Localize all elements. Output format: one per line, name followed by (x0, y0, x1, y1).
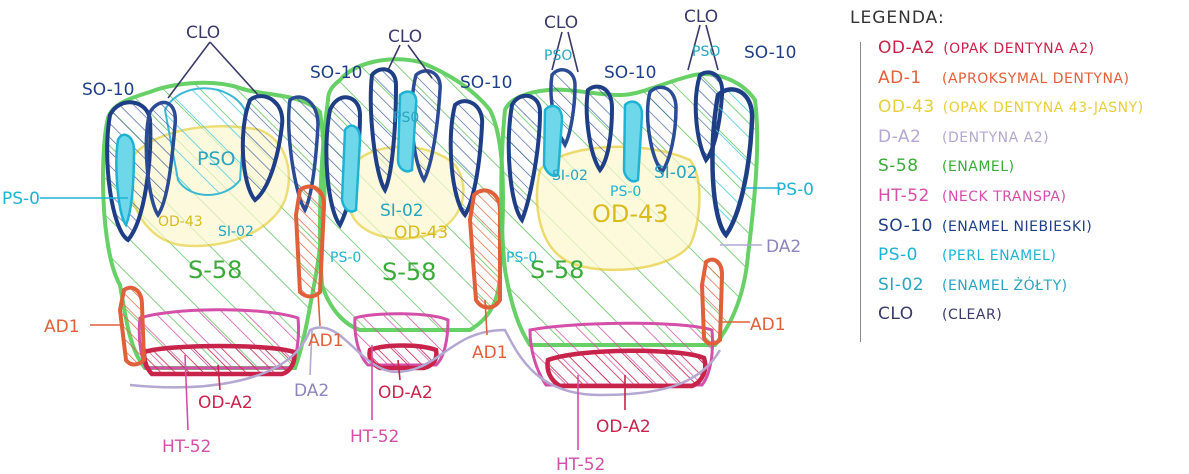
tooth-right-od-a2 (548, 351, 706, 386)
label-ps0-3: PS-0 (330, 250, 361, 266)
legend-item-code: SI-02 (878, 275, 934, 295)
label-od43-1: OD-43 (158, 214, 203, 230)
label-si02-3: SI-02 (552, 168, 588, 184)
legend-item-description: (APROKSYMAL DENTYNA) (942, 71, 1129, 87)
legend-item-description: (ENAMEL) (942, 159, 1015, 175)
label-ht52-3: HT-52 (556, 455, 605, 474)
legend-divider (860, 42, 861, 342)
legend-item-code: AD-1 (878, 68, 934, 88)
tooth-middle-ps-stripe-2 (398, 92, 416, 172)
label-clo-3: CLO (544, 13, 578, 33)
label-da2-2: DA2 (294, 381, 329, 401)
label-ad1-2: AD1 (308, 331, 344, 351)
label-si02-4: SI-02 (654, 163, 698, 183)
label-so10-2: SO-10 (310, 63, 362, 83)
label-od43-2: OD-43 (394, 223, 448, 243)
tooth-left-pso-region (165, 88, 245, 195)
label-pso-3: PSO (544, 48, 572, 64)
legend-item-code: D-A2 (878, 127, 934, 147)
legend-item-code: OD-43 (878, 97, 935, 117)
tooth-right-ad1 (702, 260, 722, 344)
tooth-left-ad1 (120, 288, 144, 365)
label-s58-1: S-58 (188, 256, 242, 284)
label-s58-3: S-58 (530, 256, 584, 284)
legend: LEGENDA: OD-A2 (OPAK DENTYNA A2) AD-1 (APRO… (850, 8, 1185, 334)
label-ad1-1: AD1 (44, 317, 80, 337)
legend-item: SI-02 (ENAMEL ŻÓŁTY) (878, 275, 1185, 305)
label-od43-3: OD-43 (592, 200, 669, 228)
legend-list: OD-A2 (OPAK DENTYNA A2) AD-1 (APROKSYMAL DE… (850, 38, 1185, 334)
label-ad1-3: AD1 (472, 343, 508, 363)
legend-title: LEGENDA: (850, 8, 1185, 28)
label-oda2-2: OD-A2 (378, 383, 433, 403)
label-si02-1: SI-02 (218, 224, 254, 240)
label-so10-3: SO-10 (460, 73, 512, 93)
legend-item-code: SO-10 (878, 216, 934, 236)
tooth-right-ps-stripe-1 (544, 106, 562, 176)
legend-item-description: (DENTYNA A2) (942, 130, 1049, 146)
label-pso-4: PSO (692, 44, 720, 60)
tooth-middle-ad1-right (470, 190, 500, 307)
legend-item-description: (OPAK DENTYNA A2) (943, 41, 1094, 57)
tooth-right-ps-stripe-2 (624, 102, 642, 182)
legend-item: CLO (CLEAR) (878, 304, 1185, 334)
tooth-middle-ad1-left (296, 186, 324, 296)
label-ps0-2: PS-0 (776, 180, 814, 200)
label-ht52-1: HT-52 (162, 437, 211, 457)
label-so10-1: SO-10 (82, 80, 134, 100)
label-s58-2: S-58 (382, 258, 436, 286)
legend-item-code: PS-0 (878, 245, 934, 265)
legend-item: S-58 (ENAMEL) (878, 156, 1185, 186)
legend-item-description: (PERL ENAMEL) (942, 248, 1056, 264)
label-si02-2: SI-02 (380, 201, 424, 221)
label-clo-2: CLO (388, 27, 422, 47)
label-oda2-1: OD-A2 (198, 393, 253, 413)
label-so10-4: SO-10 (604, 63, 656, 83)
legend-item: OD-43 (OPAK DENTYNA 43-JASNY) (878, 97, 1185, 127)
legend-item: HT-52 (NECK TRANSPA) (878, 186, 1185, 216)
legend-item: AD-1 (APROKSYMAL DENTYNA) (878, 68, 1185, 98)
label-da2-1: DA2 (766, 237, 801, 257)
legend-item-description: (ENAMEL NIEBIESKI) (942, 219, 1092, 235)
legend-item-description: (CLEAR) (942, 307, 1002, 323)
legend-item-description: (ENAMEL ŻÓŁTY) (942, 278, 1068, 294)
label-oda2-3: OD-A2 (596, 417, 651, 437)
legend-item: D-A2 (DENTYNA A2) (878, 127, 1185, 157)
label-ps0-5: PS-0 (610, 184, 641, 200)
legend-item: SO-10 (ENAMEL NIEBIESKI) (878, 216, 1185, 246)
legend-item-description: (NECK TRANSPA) (942, 189, 1066, 205)
tooth-middle-ps-stripe-1 (342, 126, 360, 212)
legend-item-code: CLO (878, 304, 934, 324)
label-clo-1: CLO (186, 23, 220, 43)
tooth-layering-diagram: CLO CLO CLO CLO SO-10 SO-10 SO-10 SO-10 … (0, 0, 840, 474)
legend-item-code: S-58 (878, 156, 934, 176)
label-pso-2: PS0 (393, 110, 419, 126)
legend-item-description: (OPAK DENTYNA 43-JASNY) (943, 100, 1144, 116)
legend-item-code: OD-A2 (878, 38, 935, 58)
legend-item-code: HT-52 (878, 186, 934, 206)
label-so10-5: SO-10 (744, 43, 796, 63)
legend-item: OD-A2 (OPAK DENTYNA A2) (878, 38, 1185, 68)
label-ad1-4: AD1 (750, 315, 786, 335)
legend-item: PS-0 (PERL ENAMEL) (878, 245, 1185, 275)
tooth-left (103, 83, 325, 374)
label-ps0-1: PS-0 (2, 189, 40, 209)
label-ht52-2: HT-52 (350, 427, 399, 447)
label-clo-4: CLO (684, 7, 718, 27)
label-pso-1: PSO (197, 148, 235, 170)
